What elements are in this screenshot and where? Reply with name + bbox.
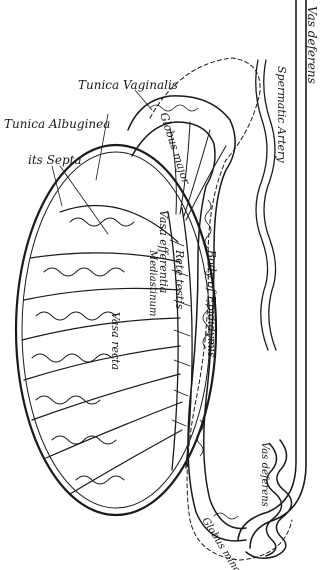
label-globus-minor: Globus minor bbox=[199, 516, 245, 570]
vas-deferens-tube bbox=[238, 0, 306, 548]
label-body-of-epididymis: Body of Epididymis bbox=[205, 249, 218, 358]
label-spermatic-artery: Spermatic Artery bbox=[275, 66, 288, 163]
label-mediastinum: Mediastinum bbox=[147, 249, 158, 316]
label-its-septa: its Septa bbox=[28, 153, 82, 167]
spermatic-artery bbox=[256, 60, 276, 350]
label-vasa-recta: Vasa recta bbox=[109, 312, 122, 370]
label-tunica-albuginea: Tunica Albuginea bbox=[4, 117, 110, 131]
label-tunica-vaginalis: Tunica Vaginalis bbox=[78, 78, 178, 92]
label-rete-testis: Rete testis bbox=[173, 249, 186, 310]
label-vas-deferens-mid: Vas deferens bbox=[259, 442, 270, 507]
label-vas-deferens-top: Vas deferens bbox=[305, 6, 319, 84]
